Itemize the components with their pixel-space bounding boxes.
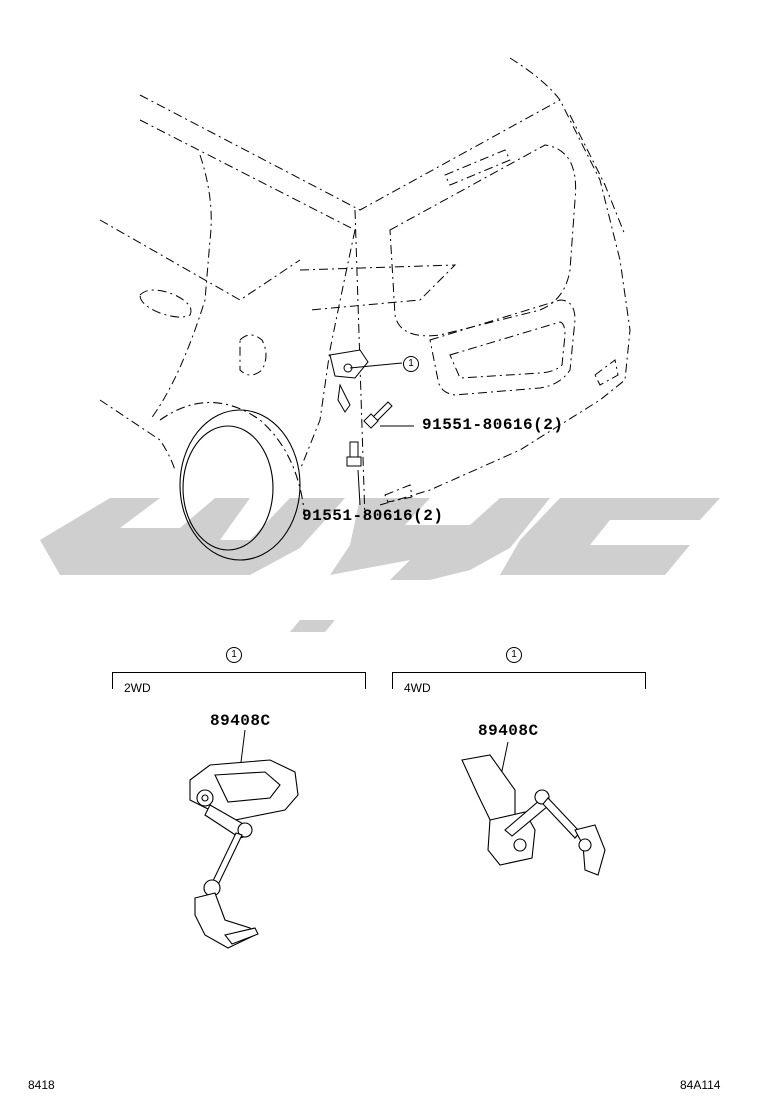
bolt-lower-icon xyxy=(346,441,362,467)
sensor-4wd xyxy=(461,754,606,876)
part-number-2wd: 89408C xyxy=(210,712,271,730)
installed-height-sensor xyxy=(329,349,369,413)
bolt-lower-callout: 91551-80616(2) xyxy=(302,507,444,525)
ref-marker-2wd: 1 xyxy=(226,647,242,663)
footer-left-code: 8418 xyxy=(28,1078,55,1092)
variant-bracket-2wd xyxy=(112,672,366,689)
sensor-2wd xyxy=(189,759,299,949)
ref-marker-4wd: 1 xyxy=(506,647,522,663)
variant-label-2wd: 2WD xyxy=(124,681,151,695)
variant-label-4wd: 4WD xyxy=(404,681,431,695)
part-number-4wd: 89408C xyxy=(478,722,539,740)
footer-right-code: 84A114 xyxy=(680,1078,721,1092)
bolt-upper-icon xyxy=(363,401,393,429)
variant-bracket-4wd xyxy=(392,672,646,689)
ref-marker-main: 1 xyxy=(403,356,419,372)
watermark-logo xyxy=(40,498,720,632)
bolt-upper-callout: 91551-80616(2) xyxy=(422,416,564,434)
vehicle-rear-outline xyxy=(99,57,631,521)
rear-wheel xyxy=(159,402,306,561)
